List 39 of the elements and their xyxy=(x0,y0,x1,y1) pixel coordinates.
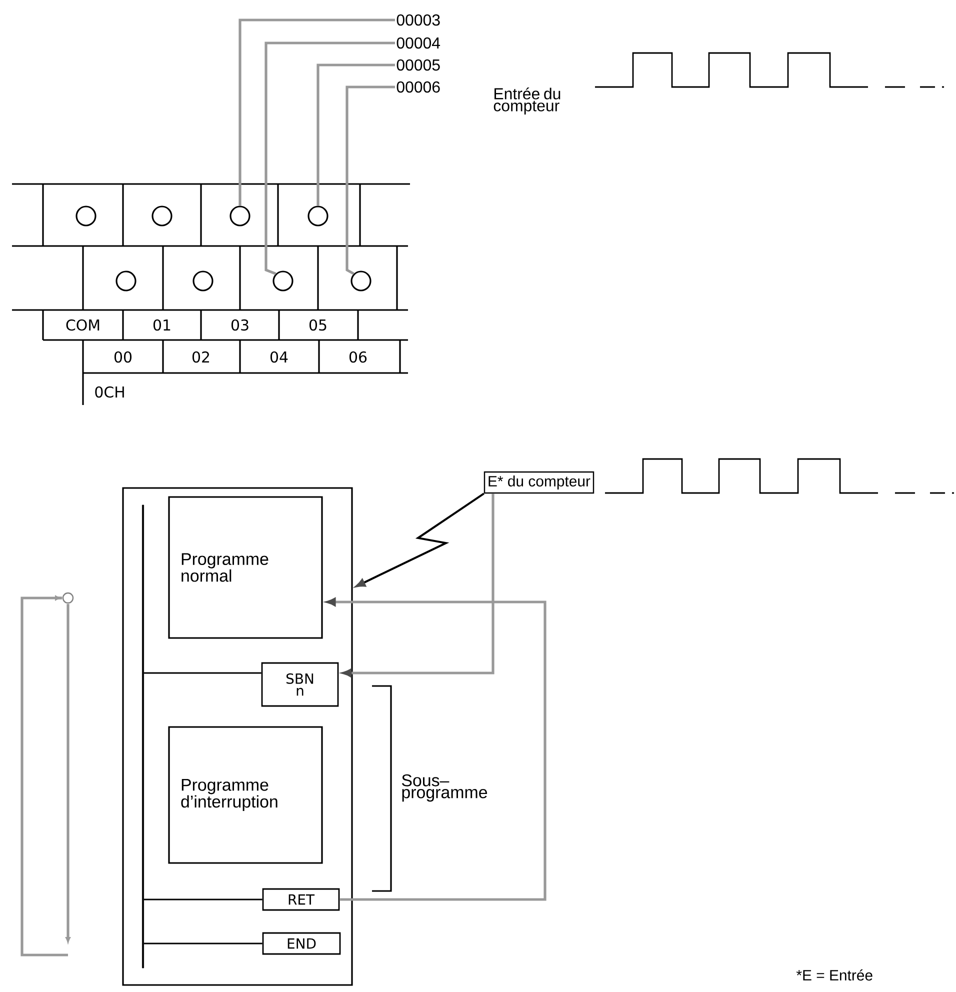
terminal-screw xyxy=(152,206,172,226)
instruction-box: RET xyxy=(262,888,340,911)
terminal-label: 02 xyxy=(192,351,209,363)
terminal-label: 06 xyxy=(349,351,367,363)
interrupt-arrow xyxy=(355,492,484,588)
footnote: *E = Entrée xyxy=(796,969,872,981)
terminal-label: 01 xyxy=(153,319,170,331)
instruction-box: SBN n xyxy=(261,662,339,707)
rung-line xyxy=(144,898,262,900)
terminal-label: 05 xyxy=(309,319,326,331)
terminal-screw xyxy=(116,270,136,292)
rung-line xyxy=(144,672,262,674)
instruction-box: END xyxy=(262,932,341,955)
terminal-screw xyxy=(308,206,328,226)
leader-line xyxy=(346,86,395,275)
terminal-screw xyxy=(272,270,294,292)
terminal-screw xyxy=(350,270,372,292)
leader-line xyxy=(316,64,395,206)
terminal-label: 04 xyxy=(270,351,288,363)
input-label-box: E* du compteur xyxy=(484,471,594,494)
program-frame xyxy=(122,487,353,986)
entry-label: Entrée du compteur xyxy=(494,88,560,115)
leader-line xyxy=(238,18,395,206)
address-label: 00004 xyxy=(396,37,440,49)
terminal-label: 0CH xyxy=(95,386,124,398)
bracket-label: Sous– programme xyxy=(402,774,488,802)
terminal-screw xyxy=(192,270,214,292)
address-label: 00003 xyxy=(396,14,440,26)
program-box: Programme normal xyxy=(168,496,323,639)
terminal-screw xyxy=(76,206,96,226)
address-label: 00006 xyxy=(396,81,440,93)
terminal-label: 00 xyxy=(114,351,132,363)
terminal-screw xyxy=(230,206,250,226)
address-label: 00005 xyxy=(396,59,440,71)
rung-line xyxy=(144,942,262,944)
terminal-label: 03 xyxy=(231,319,248,331)
program-box: Programme d’interruption xyxy=(168,726,323,864)
leader-line xyxy=(264,42,395,275)
terminal-label: COM xyxy=(66,319,100,331)
